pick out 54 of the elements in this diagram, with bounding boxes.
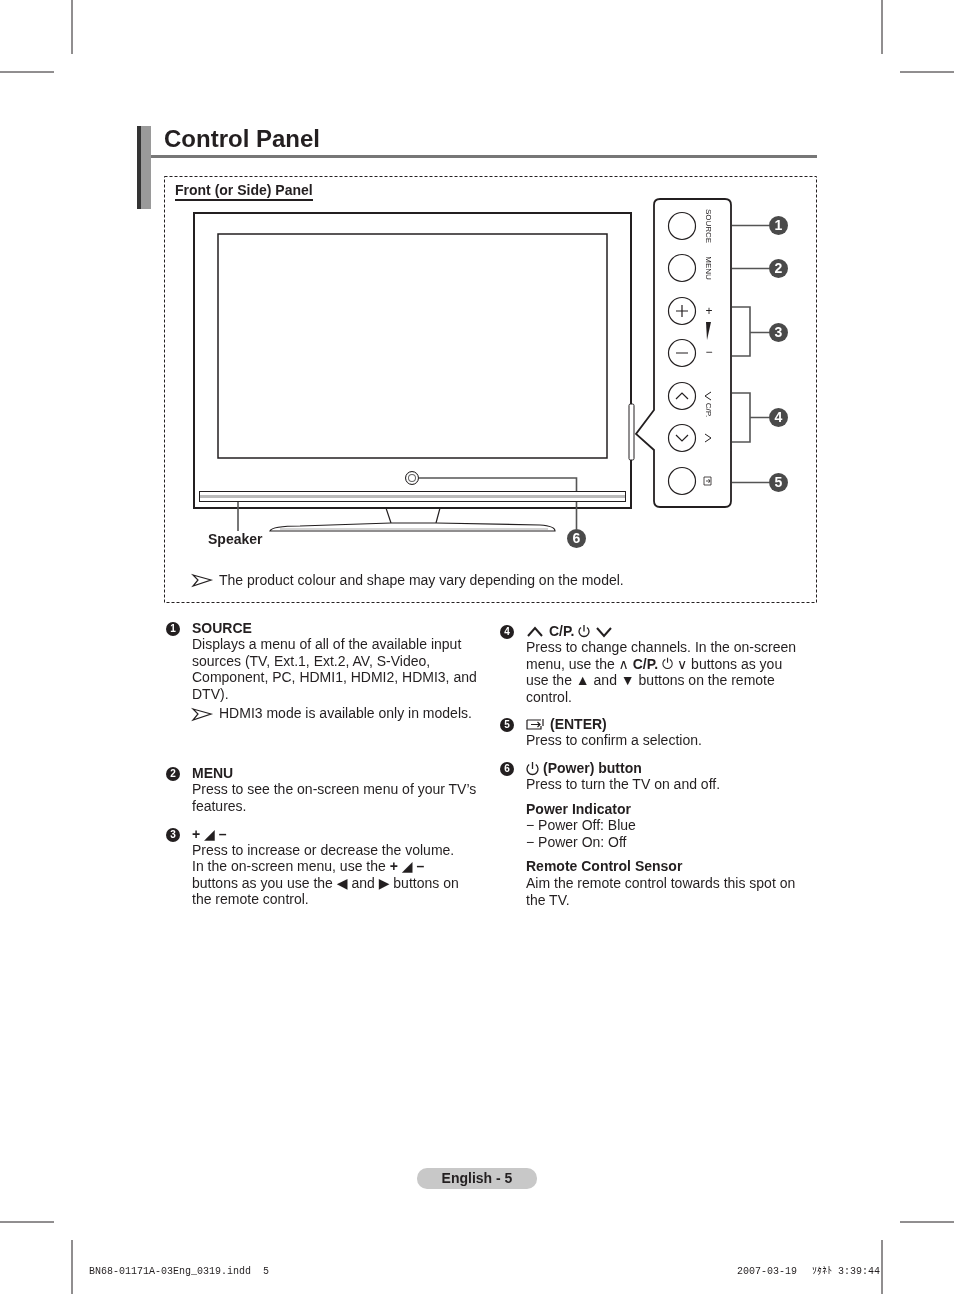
leader-line [731,306,770,357]
description-text: Displays a menu of all of the available input sources (TV, Ext.1, Ext.2, AV, S-Video, Component, PC, HDMI1, HDMI2, HDMI3, and DTV). [192,636,478,702]
print-date: 2007-03-19 [737,1266,797,1278]
number-marker: 3 [166,828,180,842]
speaker-grille [199,491,626,502]
button-label: − [705,346,713,358]
item-heading: + ◢ – [192,826,227,843]
callout-number: 1 [769,216,788,235]
description-text: Aim the remote control towards this spot on the TV. [526,875,797,908]
item-heading: (ENTER) [550,716,607,733]
number-marker: 1 [166,622,180,636]
number-marker: 5 [500,718,514,732]
leader-line [731,224,770,227]
callout-number: 2 [769,259,788,278]
note-text: HDMI3 mode is available only in models. [219,705,473,722]
print-time: ｿﾀﾈﾄ 3:39:44 [812,1266,880,1278]
number-marker: 2 [166,767,180,781]
callout-number: 5 [769,473,788,492]
file-name: BN68-01171A-03Eng_0319.indd [89,1266,252,1278]
leader-line [237,501,239,532]
button-label: MENU [703,256,713,280]
item-heading: (Power) button [543,760,642,777]
description-text: Press to increase or decrease the volume. [192,842,456,859]
item-heading: C/P. [549,623,575,640]
sub-heading: Power Indicator [526,801,632,818]
description-text: Press to turn the TV on and off. [526,776,722,793]
callout-number: 6 [567,529,586,548]
description-text: Press to change channels. In the on-screen menu, use the ∧ C/P. ⏻ ∨ buttons as you use the ▲ and ▼ buttons on the remote control. [526,639,798,705]
description-text: In the on-screen menu, use the + ◢ – buttons as you use the ◀ and ▶ buttons on the remote control. [192,858,460,908]
number-marker: 6 [500,762,514,776]
page-count: 5 [263,1266,269,1278]
leader-line [731,481,770,484]
leader-line [418,477,578,530]
part-label: Speaker [208,531,264,548]
control-panel [635,198,732,509]
description-text: Press to see the on-screen menu of your TV’s features. [192,781,478,814]
item-heading: MENU [192,765,234,782]
page-title: Control Panel [164,124,320,154]
leader-line [731,392,770,443]
number-marker: 4 [500,625,514,639]
item-heading: SOURCE [192,620,252,637]
page-number-badge: English - 5 [417,1168,537,1189]
list-item: − Power Off: Blue [526,817,636,834]
section-heading: Front (or Side) Panel [175,182,313,201]
leader-line [731,267,770,270]
note-text: The product colour and shape may vary depending on the model. [219,572,625,589]
list-item: − Power On: Off [526,834,627,851]
description-text: Press to confirm a selection. [526,732,703,749]
callout-number: 3 [769,323,788,342]
button-label: SOURCE [703,208,713,244]
button-label: + [705,305,713,317]
callout-number: 4 [769,408,788,427]
sub-heading: Remote Control Sensor [526,858,683,875]
button-label: C/P. [703,402,713,418]
